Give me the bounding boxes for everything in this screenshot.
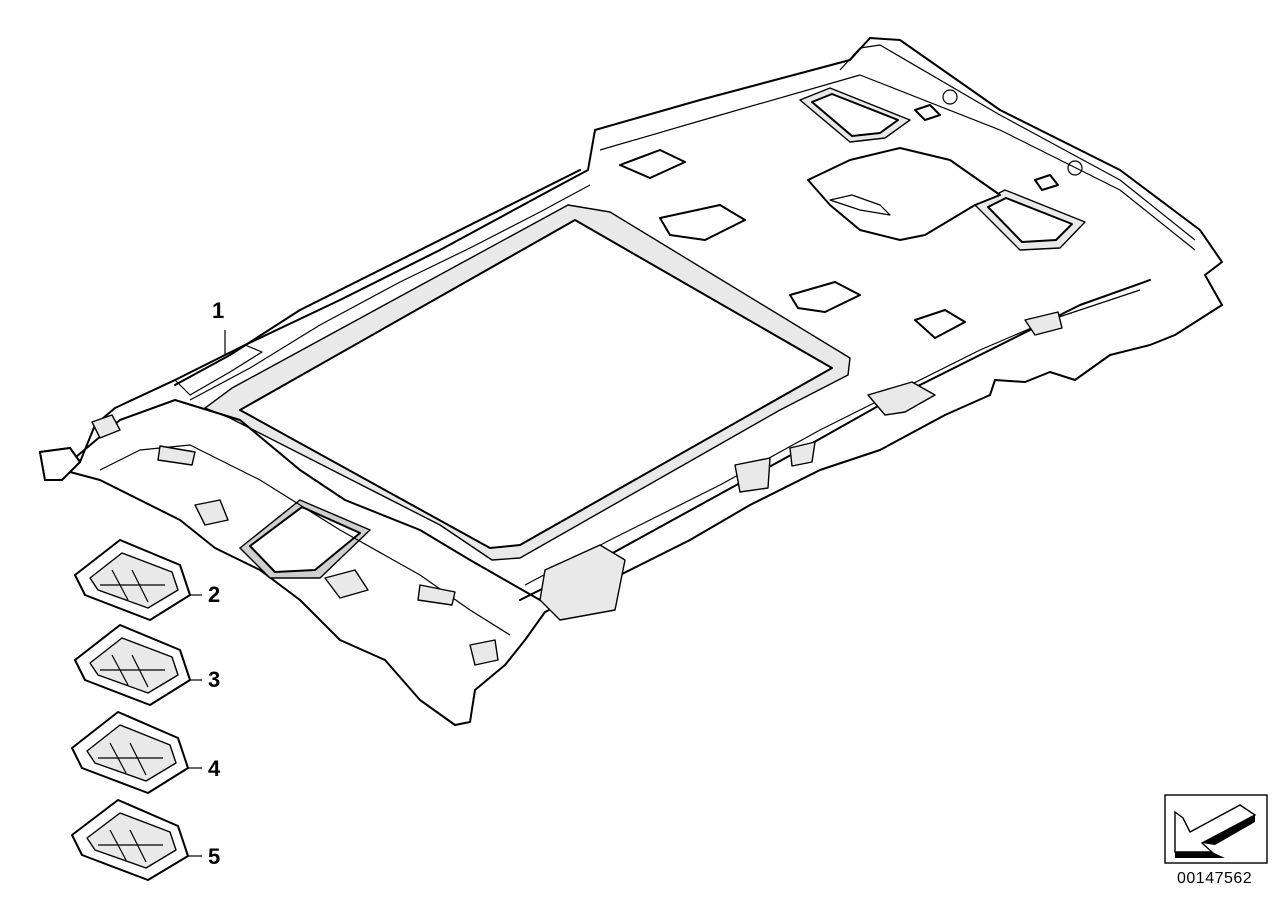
front-arrow-icon bbox=[1164, 794, 1268, 864]
trim-cover-4[interactable] bbox=[71, 711, 202, 794]
callout-4: 4 bbox=[208, 756, 221, 781]
diagram-id: 00147562 bbox=[1177, 870, 1253, 887]
trim-cover-3[interactable] bbox=[74, 624, 202, 706]
trim-cover-5[interactable] bbox=[71, 799, 202, 881]
callout-3: 3 bbox=[208, 667, 221, 692]
callout-2: 2 bbox=[208, 582, 221, 607]
headliner-icon[interactable] bbox=[39, 37, 1223, 726]
trim-cover-2[interactable] bbox=[74, 539, 202, 621]
callout-1: 1 bbox=[212, 298, 225, 323]
callout-5: 5 bbox=[208, 844, 221, 869]
